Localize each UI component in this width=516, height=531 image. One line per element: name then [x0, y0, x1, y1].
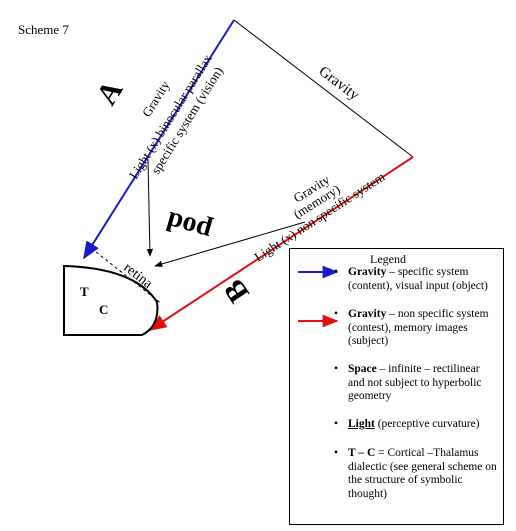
gravity-label-top: Gravity — [316, 63, 363, 104]
black-arrow-memory — [154, 221, 306, 268]
light-binocular-label: Light (x) binocular parallax — [126, 51, 215, 182]
legend-item-gravity-specific: •Gravity – specific system (content), vi… — [334, 266, 488, 292]
legend-box: Legend •Gravity – specific system (conte… — [289, 248, 504, 525]
legend-item-space: •Space – infinite – rectilinear and not … — [334, 363, 482, 402]
retina-dashed-line — [95, 251, 163, 305]
black-arrow-vision — [146, 159, 154, 257]
scheme-title: Scheme 7 — [18, 22, 69, 37]
legend-item-light: •Light (perceptive curvature) — [334, 418, 480, 430]
eye-shape — [63, 264, 159, 336]
letter-b: B — [217, 273, 256, 308]
legend-title: Legend — [370, 252, 406, 266]
legend-arrows — [298, 265, 339, 328]
blue-arrow — [83, 19, 235, 260]
gravity-edge-top — [233, 19, 414, 158]
letter-a: A — [90, 75, 130, 111]
red-arrow — [148, 156, 414, 331]
legend-item-gravity-non-specific: •Gravity – non specific system (contest)… — [334, 308, 489, 347]
pod-label: pod — [163, 205, 215, 247]
legend-item-tc: •T – C = Cortical –Thalamus dialectic (s… — [334, 447, 497, 500]
t-label: T — [80, 284, 89, 299]
c-label: C — [99, 302, 108, 317]
